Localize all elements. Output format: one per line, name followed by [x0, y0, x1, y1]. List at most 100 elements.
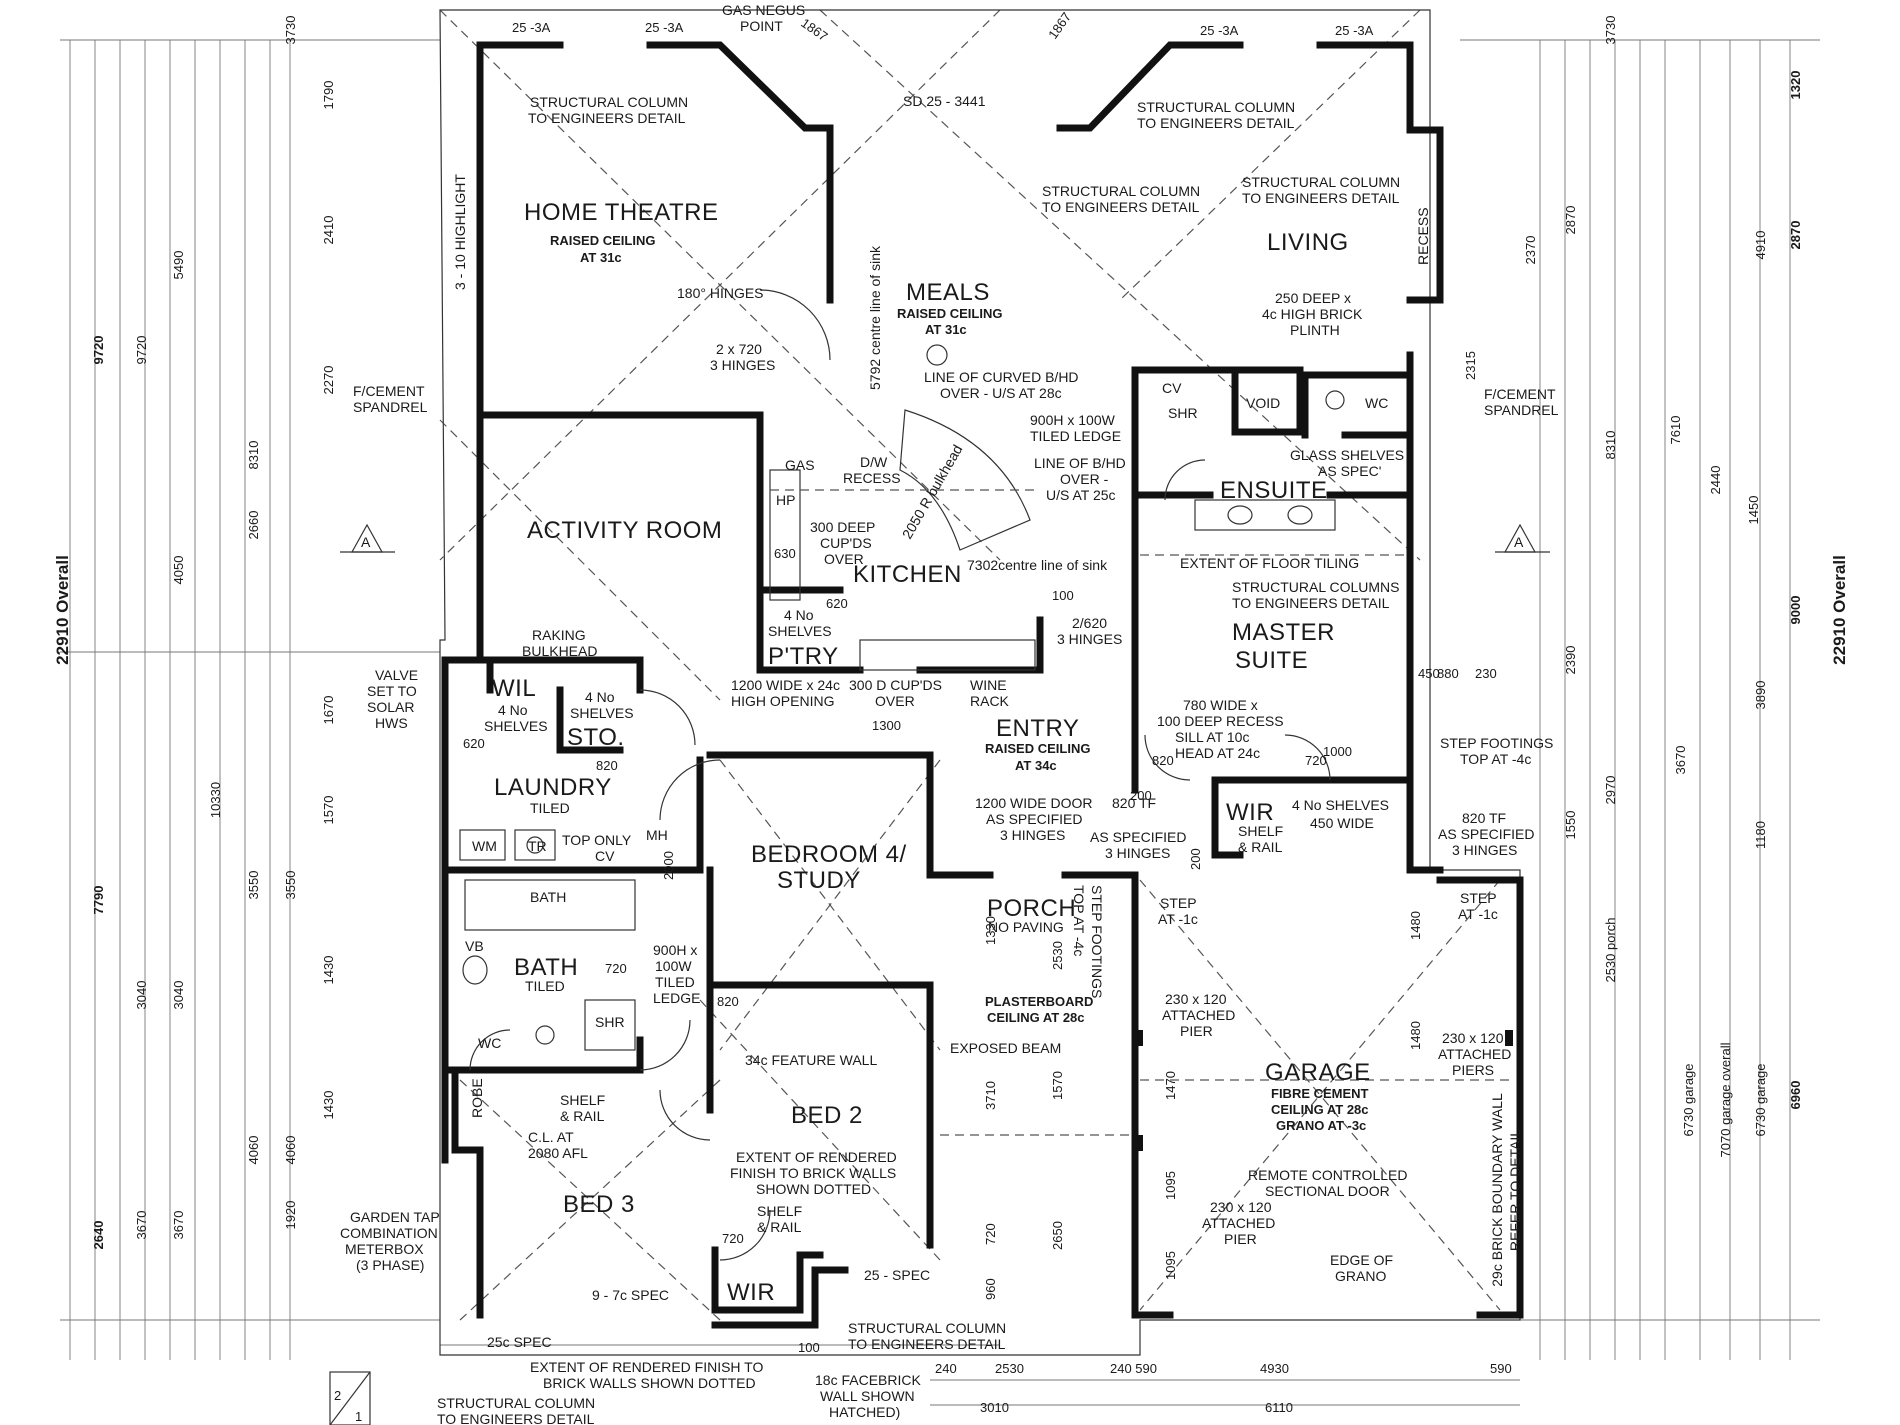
- dim-label: 9720: [134, 336, 149, 365]
- dim-label: 2970: [1603, 776, 1618, 805]
- dim-label: 4930: [1260, 1361, 1289, 1376]
- note-text: 25 - SPEC: [864, 1267, 930, 1283]
- note-text: 25c SPEC: [487, 1334, 552, 1350]
- note-text: & RAIL: [560, 1108, 605, 1124]
- note-text: 4 No: [498, 702, 528, 718]
- dim-label: 3550: [283, 871, 298, 900]
- note-text: 5792 centre line of sink: [867, 245, 883, 390]
- dim-label: 3890: [1753, 681, 1768, 710]
- right-dimension-lines: [1460, 39, 1820, 1360]
- note-text: HWS: [375, 715, 408, 731]
- laundry-finish: TILED: [530, 800, 570, 816]
- room-porch: PORCH: [987, 895, 1076, 922]
- note-text: POINT: [740, 18, 783, 34]
- dim-label: 25 -3A: [1335, 23, 1374, 38]
- dim-label: 1330: [983, 916, 998, 945]
- note-text: GLASS SHELVES: [1290, 447, 1404, 463]
- note-text: 230 x 120: [1442, 1030, 1504, 1046]
- dim-label: 1095: [1163, 1171, 1178, 1200]
- note-text: STEP: [1460, 890, 1497, 906]
- note-text: PLINTH: [1290, 322, 1340, 338]
- dim-label: 590: [1490, 1361, 1512, 1376]
- left-dimension-labels: 9720 7790 2640 9720 5490 4050 10330 3040…: [91, 16, 336, 1250]
- note-text: REFER TO DETAIL: [1507, 1129, 1523, 1251]
- note-text: SHR: [595, 1014, 625, 1030]
- room-bedroom4-2: STUDY: [777, 867, 861, 894]
- note-text: & RAIL: [757, 1219, 802, 1235]
- note-text: 29c BRICK BOUNDARY WALL: [1489, 1093, 1505, 1287]
- walls: [441, 41, 1524, 1329]
- dim-label: 620: [826, 596, 848, 611]
- note-text: STEP: [1160, 895, 1197, 911]
- note-text: TO ENGINEERS DETAIL: [437, 1411, 595, 1425]
- note-text: STEP FOOTINGS: [1089, 885, 1105, 998]
- room-void: VOID: [1246, 395, 1280, 411]
- dim-label: 960: [983, 1278, 998, 1300]
- note-text: CV: [595, 848, 615, 864]
- dim-label: 3040: [134, 981, 149, 1010]
- bottom-dimension-labels: 240 2530 240 590 4930 590 3010 6110: [935, 1361, 1512, 1415]
- note-text: SHELF: [1238, 823, 1283, 839]
- note-text: HIGH OPENING: [731, 693, 834, 709]
- room-bed2: BED 2: [791, 1102, 863, 1129]
- note-text: ATTACHED: [1438, 1046, 1511, 1062]
- note-text: PIER: [1224, 1231, 1257, 1247]
- dim-label: 100: [1052, 588, 1074, 603]
- dim-label: 720: [722, 1231, 744, 1246]
- note-text: TOP ONLY: [562, 832, 632, 848]
- note-text: 2/620: [1072, 615, 1107, 631]
- note-text: FINISH TO BRICK WALLS: [730, 1165, 896, 1181]
- note-text: SET TO: [367, 683, 417, 699]
- dim-label: 1470: [1163, 1071, 1178, 1100]
- note-text: LINE OF CURVED B/HD: [924, 369, 1079, 385]
- room-kitchen: KITCHEN: [853, 561, 962, 588]
- dim-label: 8310: [246, 441, 261, 470]
- room-bedroom4-1: BEDROOM 4/: [751, 841, 907, 868]
- dim-label: 230: [1475, 666, 1497, 681]
- dim-label: 1300: [872, 718, 901, 733]
- note-text: OVER: [875, 693, 915, 709]
- note-text: 900H x: [653, 942, 697, 958]
- dim-label: 2440: [1708, 466, 1723, 495]
- note-text: BULKHEAD: [522, 643, 597, 659]
- note-text: SECTIONAL DOOR: [1265, 1183, 1390, 1199]
- note-text: MH: [646, 827, 668, 843]
- note-text: STRUCTURAL COLUMN: [1042, 183, 1200, 199]
- dim-label: 4060: [283, 1136, 298, 1165]
- dim-label: 1000: [1323, 744, 1352, 759]
- note-text: AS SPEC': [1318, 463, 1381, 479]
- dim-label: 2000: [661, 851, 676, 880]
- note-text: 780 WIDE x: [1183, 697, 1258, 713]
- note-text: AT -1c: [1458, 906, 1498, 922]
- note-text: 7302centre line of sink: [967, 557, 1108, 573]
- note-text: METERBOX: [345, 1241, 424, 1257]
- note-text: STEP FOOTINGS: [1440, 735, 1553, 751]
- note-text: COMBINATION: [340, 1225, 438, 1241]
- note-text: AT -1c: [1158, 911, 1198, 927]
- note-text: TO ENGINEERS DETAIL: [1042, 199, 1200, 215]
- dim-label: 100: [798, 1340, 820, 1355]
- dim-label: 240: [935, 1361, 957, 1376]
- dim-label: 2410: [321, 216, 336, 245]
- note-text: 230 x 120: [1210, 1199, 1272, 1215]
- note-text: WM: [472, 838, 497, 854]
- overall-dimension-right: 22910 Overall: [1830, 555, 1849, 665]
- annotations: GAS NEGUS POINT STRUCTURAL COLUMN TO ENG…: [340, 2, 1559, 1425]
- note-text: TO ENGINEERS DETAIL: [848, 1336, 1006, 1352]
- dim-label: 25 -3A: [512, 20, 551, 35]
- note-text: STRUCTURAL COLUMNS: [1232, 579, 1400, 595]
- note-text: RECESS: [1415, 207, 1431, 265]
- dim-label: 450: [1418, 666, 1440, 681]
- garage-ceiling-1: FIBRE CEMENT: [1271, 1086, 1369, 1101]
- note-text: RECESS: [843, 470, 901, 486]
- dim-label: 2640: [91, 1221, 106, 1250]
- dim-label: 3010: [980, 1400, 1009, 1415]
- note-text: TO ENGINEERS DETAIL: [1242, 190, 1400, 206]
- home-theatre-ceiling: RAISED CEILING: [550, 233, 655, 248]
- note-text: (3 PHASE): [356, 1257, 424, 1273]
- note-text: TILED LEDGE: [1030, 428, 1121, 444]
- note-text: 300 D CUP'DS: [849, 677, 942, 693]
- dim-label: 7790: [91, 886, 106, 915]
- note-text: 4 No: [784, 607, 814, 623]
- dim-label: 630: [774, 546, 796, 561]
